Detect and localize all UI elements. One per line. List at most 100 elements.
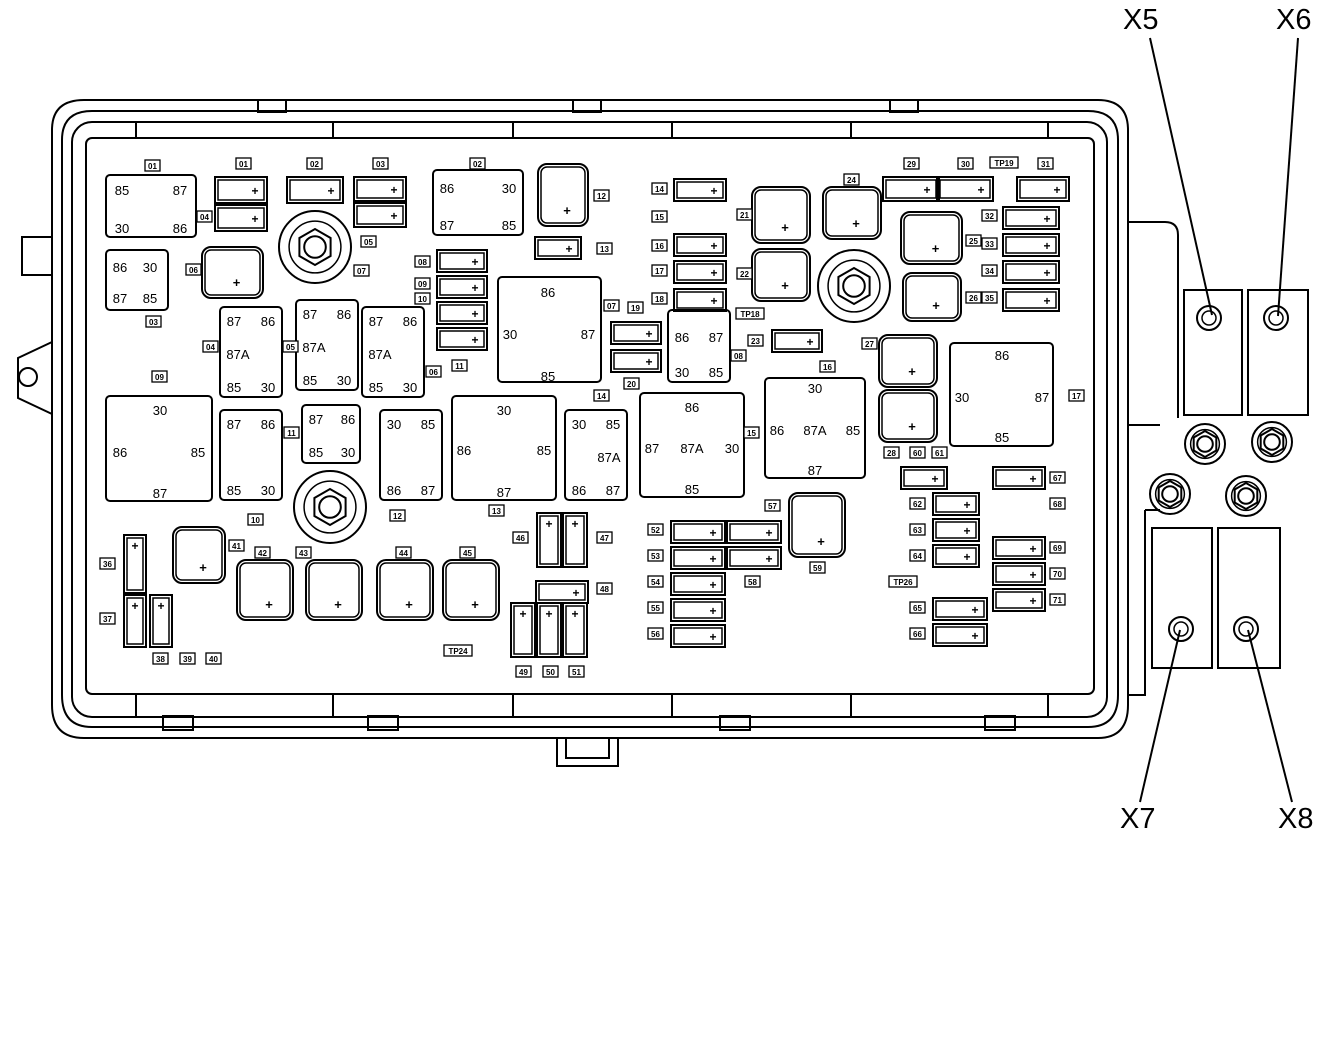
- bolt-stud-icon: [278, 210, 352, 284]
- maxi-fuse: +: [822, 186, 882, 240]
- connector-housing: [1183, 289, 1243, 416]
- mini-fuse: +: [882, 176, 940, 202]
- svg-text:04: 04: [200, 213, 209, 222]
- plus-glyph-icon: +: [806, 335, 813, 349]
- relay-terminal-label: 85: [369, 380, 383, 395]
- mini-fuse: +: [932, 597, 988, 621]
- plus-glyph-icon: +: [709, 630, 716, 644]
- position-label: 27: [861, 337, 878, 350]
- position-label: 09: [151, 370, 168, 383]
- mini-fuse: +: [932, 544, 980, 568]
- plus-glyph-icon: +: [817, 534, 825, 549]
- plus-glyph-icon: +: [131, 539, 138, 553]
- relay-terminal-label: 86: [341, 412, 355, 427]
- relay-body: [949, 342, 1054, 447]
- relay-terminal-label: 85: [309, 445, 323, 460]
- svg-text:11: 11: [287, 429, 296, 438]
- position-label: 62: [909, 497, 926, 510]
- relay: 87 86 85 30: [301, 404, 361, 464]
- relay-terminal-label: 86: [572, 483, 586, 498]
- relay-terminal-label: 85: [143, 291, 157, 306]
- mini-fuse: +: [536, 512, 562, 568]
- top-tabs: [135, 99, 1049, 138]
- mini-fuse: +: [535, 580, 589, 604]
- position-label: 37: [99, 612, 116, 625]
- connector-housing: [1151, 527, 1213, 669]
- plus-glyph-icon: +: [545, 607, 552, 621]
- position-label: 07: [603, 299, 620, 312]
- relay-body: [219, 306, 283, 398]
- position-label: 60: [909, 446, 926, 459]
- plus-glyph-icon: +: [471, 307, 478, 321]
- plus-glyph-icon: +: [710, 184, 717, 198]
- relay-terminal-label: 30: [403, 380, 417, 395]
- svg-text:06: 06: [189, 266, 198, 275]
- relay-terminal-label: 86: [541, 285, 555, 300]
- position-label: TP19: [989, 156, 1019, 169]
- svg-text:33: 33: [985, 240, 994, 249]
- svg-text:22: 22: [740, 270, 749, 279]
- svg-text:29: 29: [907, 160, 916, 169]
- position-label: 22: [736, 267, 753, 280]
- position-label: 30: [957, 157, 974, 170]
- plus-glyph-icon: +: [157, 599, 164, 613]
- plus-glyph-icon: +: [963, 550, 970, 564]
- plus-glyph-icon: +: [471, 255, 478, 269]
- relay-terminal-label: 86: [403, 314, 417, 329]
- position-label: 50: [542, 665, 559, 678]
- relay-terminal-label: 87: [309, 412, 323, 427]
- plus-glyph-icon: +: [709, 578, 716, 592]
- left-mount-ear: [17, 341, 53, 415]
- mini-fuse: +: [992, 466, 1046, 490]
- relay-terminal-label: 87: [303, 307, 317, 322]
- plus-glyph-icon: +: [1029, 472, 1036, 486]
- svg-text:20: 20: [627, 380, 636, 389]
- position-label: 47: [596, 531, 613, 544]
- svg-text:TP19: TP19: [994, 159, 1014, 168]
- plus-glyph-icon: +: [545, 517, 552, 531]
- svg-text:08: 08: [418, 258, 427, 267]
- mini-fuse: +: [670, 598, 726, 622]
- svg-text:47: 47: [600, 534, 609, 543]
- position-label: 20: [623, 377, 640, 390]
- position-label: 24: [843, 173, 860, 186]
- relay-terminal-label: 87: [808, 463, 822, 478]
- position-label: 38: [152, 652, 169, 665]
- svg-text:39: 39: [183, 655, 192, 664]
- svg-text:TP24: TP24: [448, 647, 468, 656]
- position-label: 66: [909, 627, 926, 640]
- relay-body: [379, 409, 443, 501]
- connector-stud-icon: [1196, 305, 1222, 331]
- relay-terminal-label: 85: [227, 380, 241, 395]
- plus-glyph-icon: +: [645, 327, 652, 341]
- relay-terminal-label: 30: [955, 390, 969, 405]
- mini-fuse: +: [673, 288, 727, 312]
- plus-glyph-icon: +: [977, 183, 984, 197]
- svg-text:63: 63: [913, 526, 922, 535]
- relay-body: [639, 392, 745, 498]
- svg-text:10: 10: [418, 295, 427, 304]
- svg-text:26: 26: [969, 294, 978, 303]
- svg-text:67: 67: [1053, 474, 1062, 483]
- plus-glyph-icon: +: [265, 597, 273, 612]
- plus-glyph-icon: +: [571, 607, 578, 621]
- relay-terminal-label: 87: [497, 485, 511, 500]
- position-label: 18: [651, 292, 668, 305]
- plus-glyph-icon: +: [908, 419, 916, 434]
- position-label: 53: [647, 549, 664, 562]
- plus-glyph-icon: +: [710, 294, 717, 308]
- relay-terminal-label: 30: [153, 403, 167, 418]
- relay-terminal-label: 87A: [302, 340, 325, 355]
- position-label: 02: [469, 157, 486, 170]
- svg-text:02: 02: [473, 160, 482, 169]
- svg-text:54: 54: [651, 578, 660, 587]
- maxi-fuse: +: [788, 492, 846, 558]
- relay-terminal-label: 30: [341, 445, 355, 460]
- plus-glyph-icon: +: [765, 552, 772, 566]
- position-label: 05: [360, 235, 377, 248]
- mini-fuse: +: [123, 594, 147, 648]
- position-label: TP18: [735, 307, 765, 320]
- position-label: 67: [1049, 471, 1066, 484]
- relay-terminal-label: 30: [675, 365, 689, 380]
